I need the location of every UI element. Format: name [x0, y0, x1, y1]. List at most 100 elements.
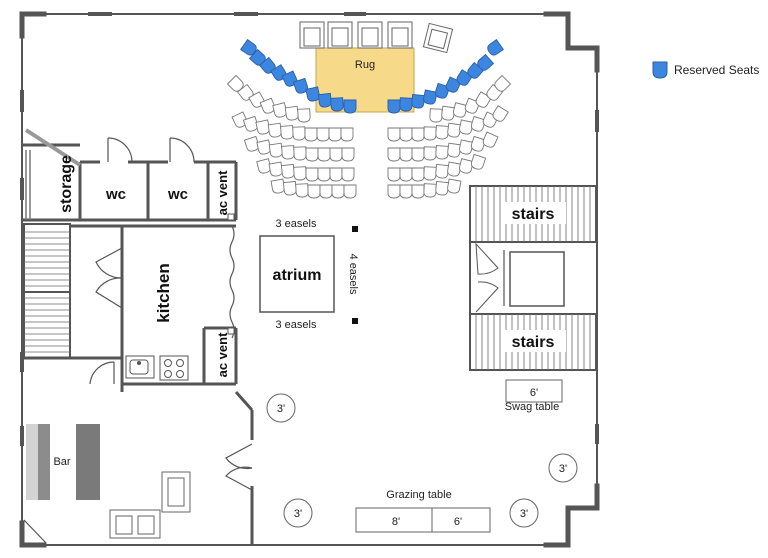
seat: [293, 146, 307, 161]
seat: [329, 167, 343, 182]
reserved-seat: [343, 99, 357, 114]
swag-table-size: 6': [530, 387, 538, 399]
seat: [459, 158, 474, 174]
storage-door: [24, 128, 82, 220]
seat: [435, 163, 450, 179]
seat: [459, 139, 474, 155]
kitchen-sink: [125, 355, 155, 379]
seat: [411, 167, 425, 182]
seat: [486, 83, 504, 101]
reserved-seat: [387, 99, 401, 114]
reserved-seat: [317, 92, 332, 108]
seat: [268, 161, 283, 177]
seat: [399, 184, 413, 199]
seat: [423, 166, 437, 181]
seat: [411, 147, 425, 162]
stairs-top-label-bg: [502, 202, 566, 224]
grazing-table-6: [431, 507, 491, 533]
seat: [293, 166, 307, 181]
kitchen-curtain: [229, 225, 235, 339]
seat: [341, 167, 355, 182]
window-marks: [20, 12, 599, 446]
seat: [470, 153, 487, 170]
kitchen-double-door: [95, 247, 123, 309]
seat: [435, 145, 449, 160]
kitchen-walls: [70, 224, 238, 386]
swag-table-label: Swag table: [505, 401, 559, 413]
seat: [297, 108, 311, 123]
seat: [316, 127, 330, 142]
stairs-bottom-label-bg: [502, 330, 566, 352]
stairs-bottom-label: stairs: [512, 334, 555, 351]
reserved-seat: [330, 97, 344, 112]
stairs-right-structure: [469, 185, 597, 371]
seating-right: [387, 39, 512, 199]
seat: [343, 184, 357, 199]
seat: [399, 167, 413, 182]
seat: [317, 167, 331, 182]
stove: [159, 355, 189, 381]
seat: [307, 184, 321, 199]
seat: [447, 161, 462, 177]
seat: [340, 127, 354, 142]
storage-label: storage: [58, 155, 75, 213]
seat: [304, 127, 318, 142]
reserved-seat: [477, 53, 495, 71]
rug-label: Rug: [355, 59, 375, 71]
seat: [435, 180, 450, 196]
reserved-seat: [487, 39, 504, 56]
seat: [280, 125, 294, 140]
seat: [423, 183, 437, 198]
wc2-label: wc: [167, 186, 188, 203]
reserved-seat: [467, 61, 485, 79]
wall-corners: [19, 11, 600, 548]
seat: [305, 147, 319, 162]
seat: [435, 125, 449, 140]
round-table-3: 3': [294, 508, 302, 520]
reserved-seat: [456, 69, 473, 86]
seat: [284, 105, 299, 121]
seat: [341, 147, 355, 162]
seat: [447, 178, 462, 194]
easel-marker-2: [352, 318, 358, 324]
storage-wc-walls: [22, 143, 238, 222]
seat: [267, 122, 282, 138]
wc-doors: [107, 137, 195, 163]
seat: [459, 119, 474, 135]
swag-table: [505, 379, 563, 403]
easel-marker-1: [352, 226, 358, 232]
seat: [280, 163, 295, 179]
seat: [292, 126, 306, 141]
bar-label: Bar: [53, 456, 70, 468]
seat: [411, 184, 425, 199]
seat: [329, 147, 343, 162]
wc1-label: wc: [105, 186, 126, 203]
ac-vent-top-label: ac vent: [215, 170, 230, 215]
kitchen-label: kitchen: [154, 263, 173, 323]
seat: [387, 167, 401, 182]
bar-door-diagonal: [23, 519, 47, 544]
seat: [470, 115, 487, 132]
seat: [387, 147, 401, 162]
seat: [482, 131, 499, 148]
easels-side-label: 4 easels: [347, 254, 359, 295]
bar-room-walls: [24, 356, 254, 545]
legend-reserved-label: Reserved Seats: [674, 63, 760, 77]
seat: [423, 146, 437, 161]
seat: [319, 184, 333, 199]
seat: [282, 180, 297, 196]
reserved-seat: [399, 97, 413, 112]
seat: [470, 135, 487, 152]
seat: [328, 127, 342, 142]
seat: [317, 147, 331, 162]
grazing-table-label: Grazing table: [386, 489, 451, 501]
seat: [441, 105, 456, 121]
reserved-seat: [292, 77, 309, 94]
vent-marker: [227, 213, 235, 221]
reserved-seat-icon: [652, 61, 668, 79]
vent-marker-2: [227, 327, 235, 335]
seat: [453, 102, 468, 118]
lounge-seating: [109, 471, 191, 539]
atrium: [259, 235, 335, 313]
